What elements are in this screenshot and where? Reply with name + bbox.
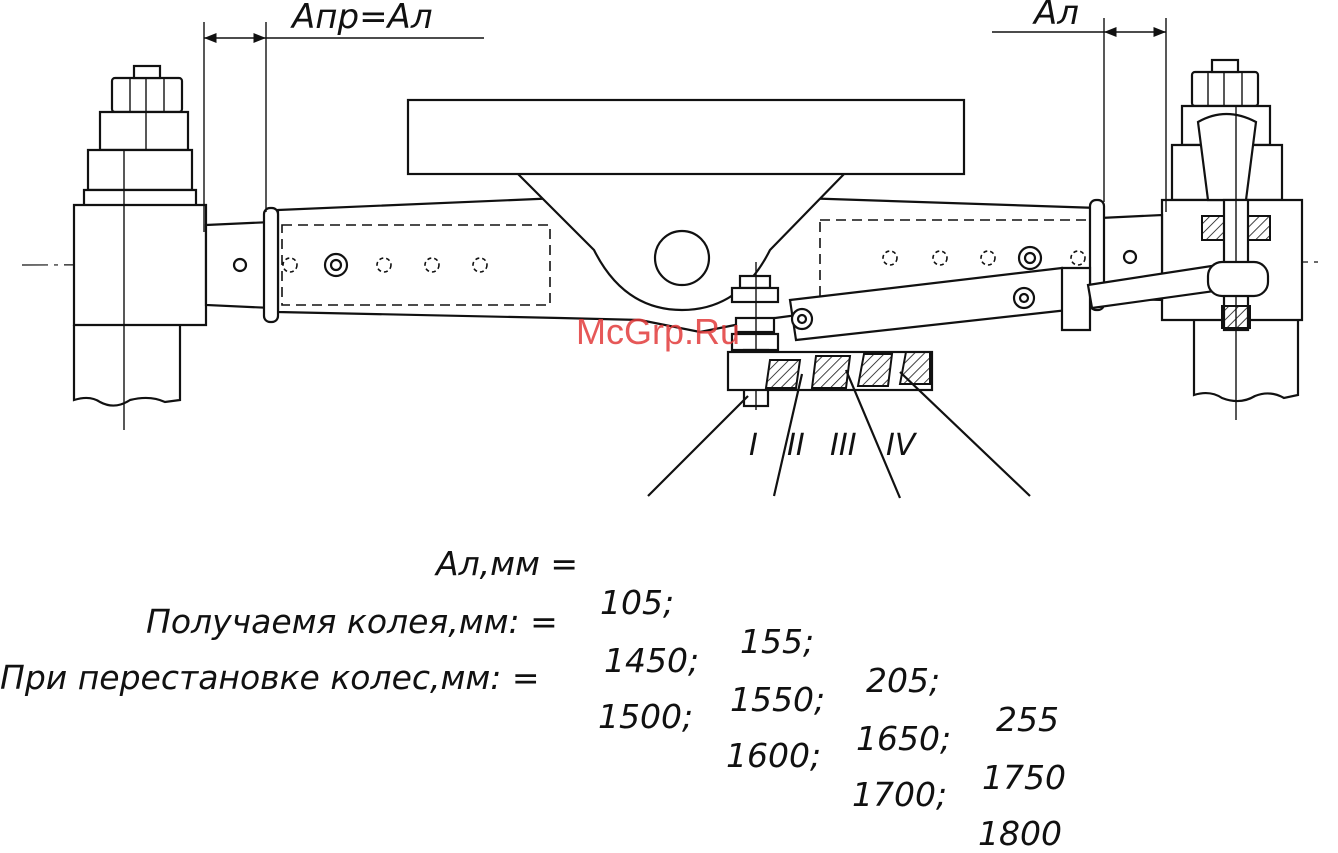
row-swap-value-1: 1500; — [598, 697, 694, 736]
left-dimension — [203, 22, 484, 232]
row-swap-value-2: 1600; — [726, 736, 822, 775]
row-al-mm-label: Ал,мм = — [436, 544, 589, 583]
left-slider-insert — [281, 224, 551, 306]
watermark: McGrp.Ru — [576, 311, 740, 352]
position-label-2: II — [787, 428, 805, 463]
left-adjustment-holes — [282, 252, 488, 278]
frame-block — [406, 98, 966, 176]
row-track-value-4: 1750 — [982, 758, 1066, 797]
front-axle-diagram: Апр=Ал Ал I II III IV McGrp.Ru — [21, 0, 1319, 499]
right-wheel-hub — [1160, 58, 1304, 420]
right-dimension — [992, 18, 1167, 212]
row-swap-value-3: 1700; — [852, 775, 948, 814]
stop-segments — [764, 351, 931, 389]
position-label-3: III — [830, 428, 857, 463]
position-label-4: IV — [886, 428, 918, 463]
row-al-mm-value-4: 255 — [996, 700, 1059, 739]
row-track-label: Получаемя колея,мм: = — [146, 602, 569, 641]
right-adjustment-holes — [882, 245, 1086, 271]
row-al-mm-value-1: 105; — [600, 583, 675, 622]
left-wheel-hub — [72, 64, 208, 430]
row-track-value-3: 1650; — [856, 719, 952, 758]
row-track-value-2: 1550; — [730, 680, 826, 719]
left-bushing-ring — [262, 206, 280, 324]
left-dimension-label: Апр=Ал — [290, 0, 433, 37]
row-swap-label: При перестановке колес,мм: = — [0, 658, 551, 697]
position-label-1: I — [749, 428, 758, 463]
row-track-value-1: 1450; — [604, 641, 700, 680]
row-swap: При перестановке колес,мм: = 1500; 1600;… — [0, 619, 1062, 853]
position-leaders — [647, 369, 1031, 499]
row-al-mm-value-2: 155; — [740, 622, 815, 661]
row-al-mm-value-3: 205; — [866, 661, 941, 700]
pivot-pin — [653, 229, 711, 287]
row-swap-value-4: 1800 — [978, 814, 1062, 853]
right-dimension-label: Ал — [1032, 0, 1079, 33]
